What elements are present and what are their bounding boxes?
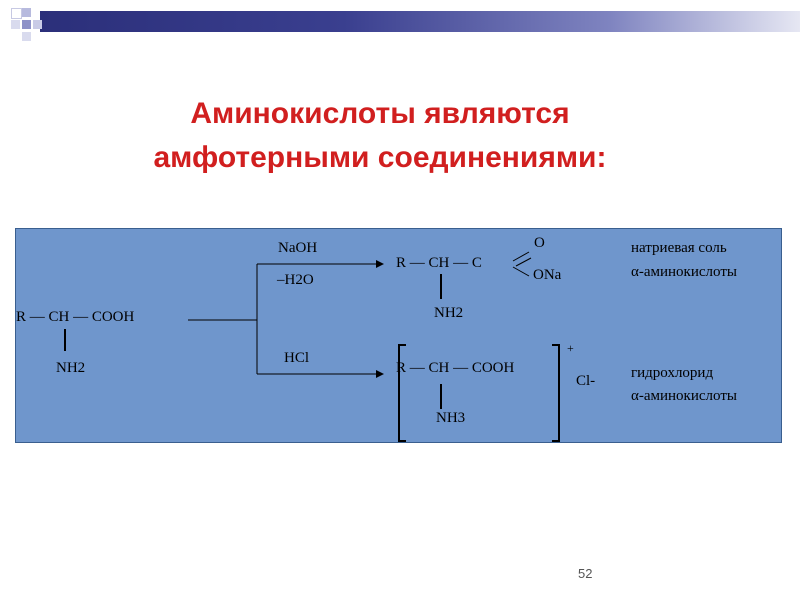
header-bar: [40, 11, 800, 32]
reaction-lines: [64, 251, 560, 442]
decor-square: [22, 20, 31, 29]
base-product-name: натриевая соль: [631, 240, 727, 256]
acid-product-name: гидрохлорид: [631, 365, 714, 381]
title-line: амфотерными соединениями:: [153, 141, 607, 174]
right-bracket: [552, 344, 560, 442]
reaction-scheme: R — CH — COOH NH2 NaOH –H2O R — CH — C O…: [15, 228, 782, 443]
base-product-ona: ONa: [533, 267, 562, 283]
acid-product-name: α-аминокислоты: [631, 388, 737, 404]
decor-square: [11, 8, 22, 19]
reactant-group: NH2: [56, 360, 86, 376]
reagent-naoh: NaOH: [278, 240, 318, 256]
base-product-name: α-аминокислоты: [631, 264, 737, 280]
decor-square: [22, 32, 31, 41]
base-product-oxygen: O: [534, 235, 545, 251]
decor-square: [22, 8, 31, 17]
charge-plus: +: [567, 341, 574, 355]
slide-title: Аминокислоты являются амфотерными соедин…: [60, 92, 700, 180]
reagent-hcl: HCl: [284, 350, 310, 366]
bond-line: [512, 251, 530, 262]
decor-square: [33, 20, 42, 29]
page-number: 52: [578, 566, 593, 581]
base-product-group: NH2: [434, 305, 464, 321]
decor-square: [11, 20, 20, 29]
reactant-formula: R — CH — COOH: [16, 309, 135, 325]
title-line: Аминокислоты являются: [190, 97, 570, 130]
base-product-formula: R — CH — C: [396, 255, 482, 271]
byproduct-water: –H2O: [277, 272, 314, 288]
bond-line: [515, 257, 532, 267]
acid-product-group: NH3: [436, 410, 466, 426]
bond-line: [512, 266, 530, 277]
acid-product-formula: R — CH — COOH: [396, 360, 515, 376]
left-bracket: [398, 344, 406, 442]
counter-ion: Cl-: [576, 373, 596, 389]
